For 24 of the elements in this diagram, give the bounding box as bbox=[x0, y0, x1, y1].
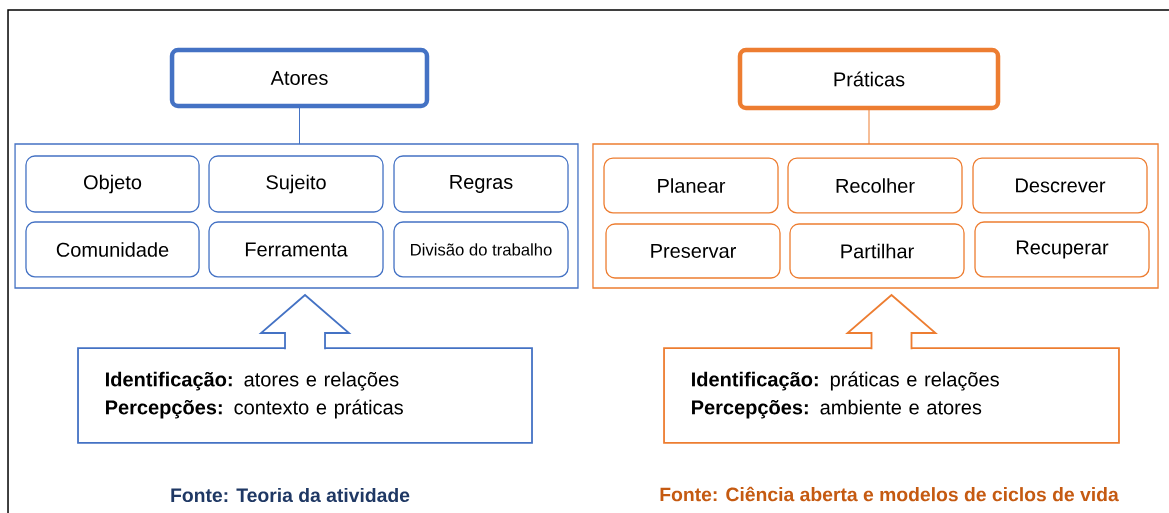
item-box: Descrever bbox=[972, 157, 1148, 214]
item-box: Comunidade bbox=[25, 221, 200, 278]
item-box: Partilhar bbox=[789, 223, 965, 279]
item-box: Divisão do trabalho bbox=[393, 221, 569, 278]
header-box: Práticas bbox=[737, 47, 1001, 111]
connector-line bbox=[299, 105, 300, 145]
item-box: Preservar bbox=[605, 223, 781, 279]
item-box: Objeto bbox=[25, 155, 200, 213]
block-arrow bbox=[845, 293, 938, 351]
item-box: Recuperar bbox=[974, 221, 1150, 278]
item-box: Sujeito bbox=[208, 155, 384, 213]
callout-box: Identificação: atores e relações Percepções: contexto e práticas bbox=[77, 347, 533, 444]
item-box: Planear bbox=[603, 157, 779, 214]
group-frame bbox=[592, 143, 1159, 289]
item-box: Regras bbox=[393, 155, 569, 213]
callout-box: Identificação: práticas e relações Percepções: ambiente e atores bbox=[663, 347, 1120, 444]
block-arrow bbox=[258, 293, 352, 351]
source-caption: Fonte: Teoria da atividade bbox=[171, 487, 410, 503]
item-box: Recolher bbox=[787, 157, 963, 214]
connector-line bbox=[868, 107, 870, 145]
header-box: Atores bbox=[169, 47, 430, 109]
source-caption: Fonte: Ciência aberta e modelos de ciclos de vida bbox=[660, 486, 1119, 502]
group-frame bbox=[14, 143, 579, 289]
item-box: Ferramenta bbox=[208, 221, 384, 278]
